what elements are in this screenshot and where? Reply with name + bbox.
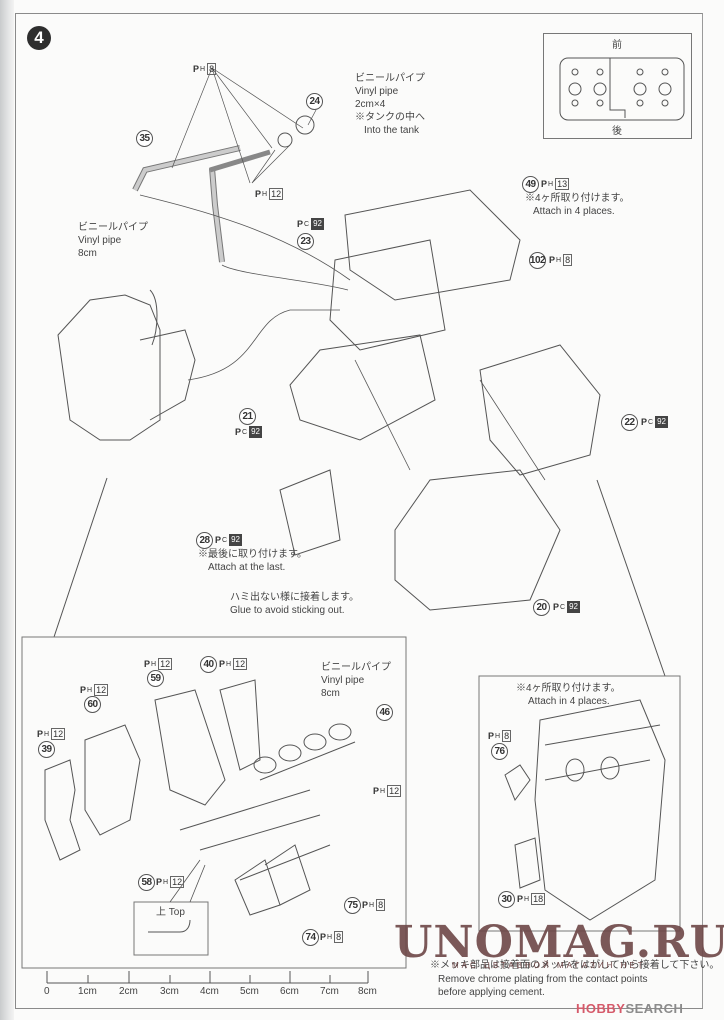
- step-number-badge: 4: [27, 26, 51, 50]
- note-49-en: Attach in 4 places.: [533, 206, 615, 217]
- hobby-search-logo: HOBBYSEARCH: [576, 1001, 683, 1016]
- pipe-left-size: 8cm: [78, 248, 97, 259]
- part-76: 76: [491, 743, 508, 760]
- scale-ruler: [46, 971, 369, 984]
- watermark-text: UNOMAG.RU: [394, 917, 724, 968]
- ruler-label: 7cm: [320, 986, 339, 997]
- part-40: 40: [200, 656, 217, 673]
- part-39: 39: [38, 741, 55, 758]
- page-frame: [15, 13, 703, 1009]
- note-76-jp: ※4ヶ所取り付けます。: [516, 683, 621, 694]
- part-21: 21: [239, 408, 256, 425]
- note-glue-jp: ハミ出ない様に接着します。: [230, 592, 359, 603]
- pipe-bottom-jp: ビニールパイプ: [321, 662, 391, 673]
- logo-hobby: HOBBY: [576, 1001, 626, 1016]
- ruler-label: 2cm: [119, 986, 138, 997]
- part-23: 23: [297, 233, 314, 250]
- footer-note-en-line2: before applying cement.: [438, 987, 545, 998]
- footer-note-jp: ※メッキ部品は接着面のメッキをはがしてから接着して下さい。: [430, 960, 720, 971]
- part-30: 30: [498, 891, 515, 908]
- ruler-label: 8cm: [358, 986, 377, 997]
- orientation-inset: [543, 33, 692, 139]
- pipe-top-size: 2cm×4: [355, 99, 386, 110]
- inset-front-label: 前: [612, 40, 622, 51]
- part-28: 28: [196, 532, 213, 549]
- watermark-overprint: MAC ЦВТАВНОЙ МАГАЗИН НЕТ: [452, 961, 646, 970]
- note-glue-en: Glue to avoid sticking out.: [230, 605, 345, 616]
- part-46: 46: [376, 704, 393, 721]
- footer-note-en-line1: Remove chrome plating from the contact p…: [438, 974, 648, 985]
- pipe-top-en: Vinyl pipe: [355, 86, 399, 97]
- pipe-left-en: Vinyl pipe: [78, 235, 122, 246]
- logo-search: SEARCH: [625, 1001, 684, 1016]
- ruler-label: 3cm: [160, 986, 179, 997]
- pipe-left-jp: ビニールパイプ: [78, 222, 148, 233]
- part-60: 60: [84, 696, 101, 713]
- cylinder-head-assembly: [279, 189, 601, 611]
- note-28-en: Attach at the last.: [208, 562, 286, 573]
- air-box: [57, 289, 196, 441]
- carburetor-assembly: [44, 679, 356, 916]
- top-orientation-label: 上 Top: [156, 907, 185, 918]
- part-35: 35: [136, 130, 153, 147]
- inset-rear-label: 後: [612, 126, 622, 137]
- note-28-jp: ※最後に取り付けます。: [198, 549, 307, 560]
- note-49-jp: ※4ヶ所取り付けます。: [525, 193, 630, 204]
- ruler-label: 6cm: [280, 986, 299, 997]
- pipe-35: [132, 115, 315, 263]
- note-76-en: Attach in 4 places.: [528, 696, 610, 707]
- ruler-label: 0: [44, 986, 50, 997]
- part-102: 102: [529, 252, 546, 269]
- pipe-bottom-en: Vinyl pipe: [321, 675, 365, 686]
- engine-block: [504, 699, 666, 921]
- cylinder-head-top-view: [559, 57, 685, 121]
- ruler-label: 5cm: [240, 986, 259, 997]
- part-75: 75: [344, 897, 361, 914]
- part-58: 58: [138, 874, 155, 891]
- part-59: 59: [147, 670, 164, 687]
- part-49: 49: [522, 176, 539, 193]
- part-22: 22: [621, 414, 638, 431]
- scan-edge: [0, 0, 14, 1020]
- part-74: 74: [302, 929, 319, 946]
- part-24: 24: [306, 93, 323, 110]
- pipe-top-note-en: Into the tank: [364, 125, 420, 136]
- pipe-bottom-size: 8cm: [321, 688, 340, 699]
- pipe-top-note-jp: ※タンクの中へ: [355, 112, 425, 123]
- pipe-top-jp: ビニールパイプ: [355, 73, 425, 84]
- ruler-label: 4cm: [200, 986, 219, 997]
- part-20: 20: [533, 599, 550, 616]
- ruler-label: 1cm: [78, 986, 97, 997]
